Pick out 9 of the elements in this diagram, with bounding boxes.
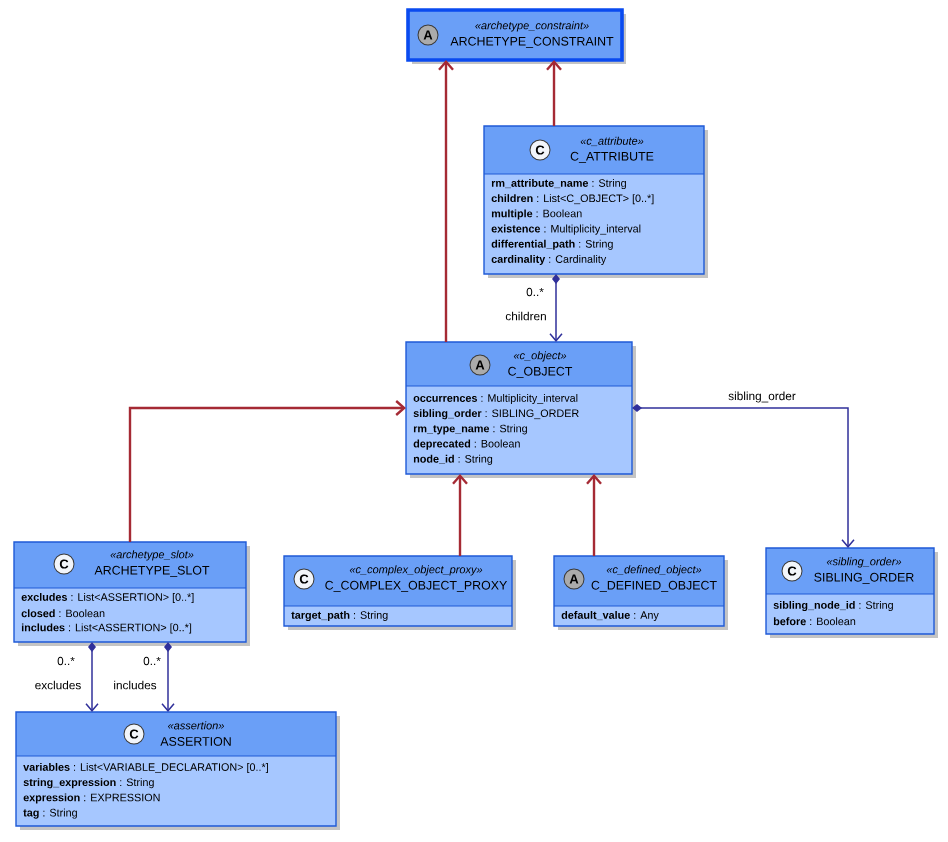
arrow [161,642,175,712]
arrow [546,60,562,126]
arrow [85,642,99,712]
arrow [586,474,602,556]
arrow [128,400,406,542]
arrow [452,474,468,556]
arrow [549,274,563,342]
arrow [632,404,855,548]
arrow [438,60,454,342]
